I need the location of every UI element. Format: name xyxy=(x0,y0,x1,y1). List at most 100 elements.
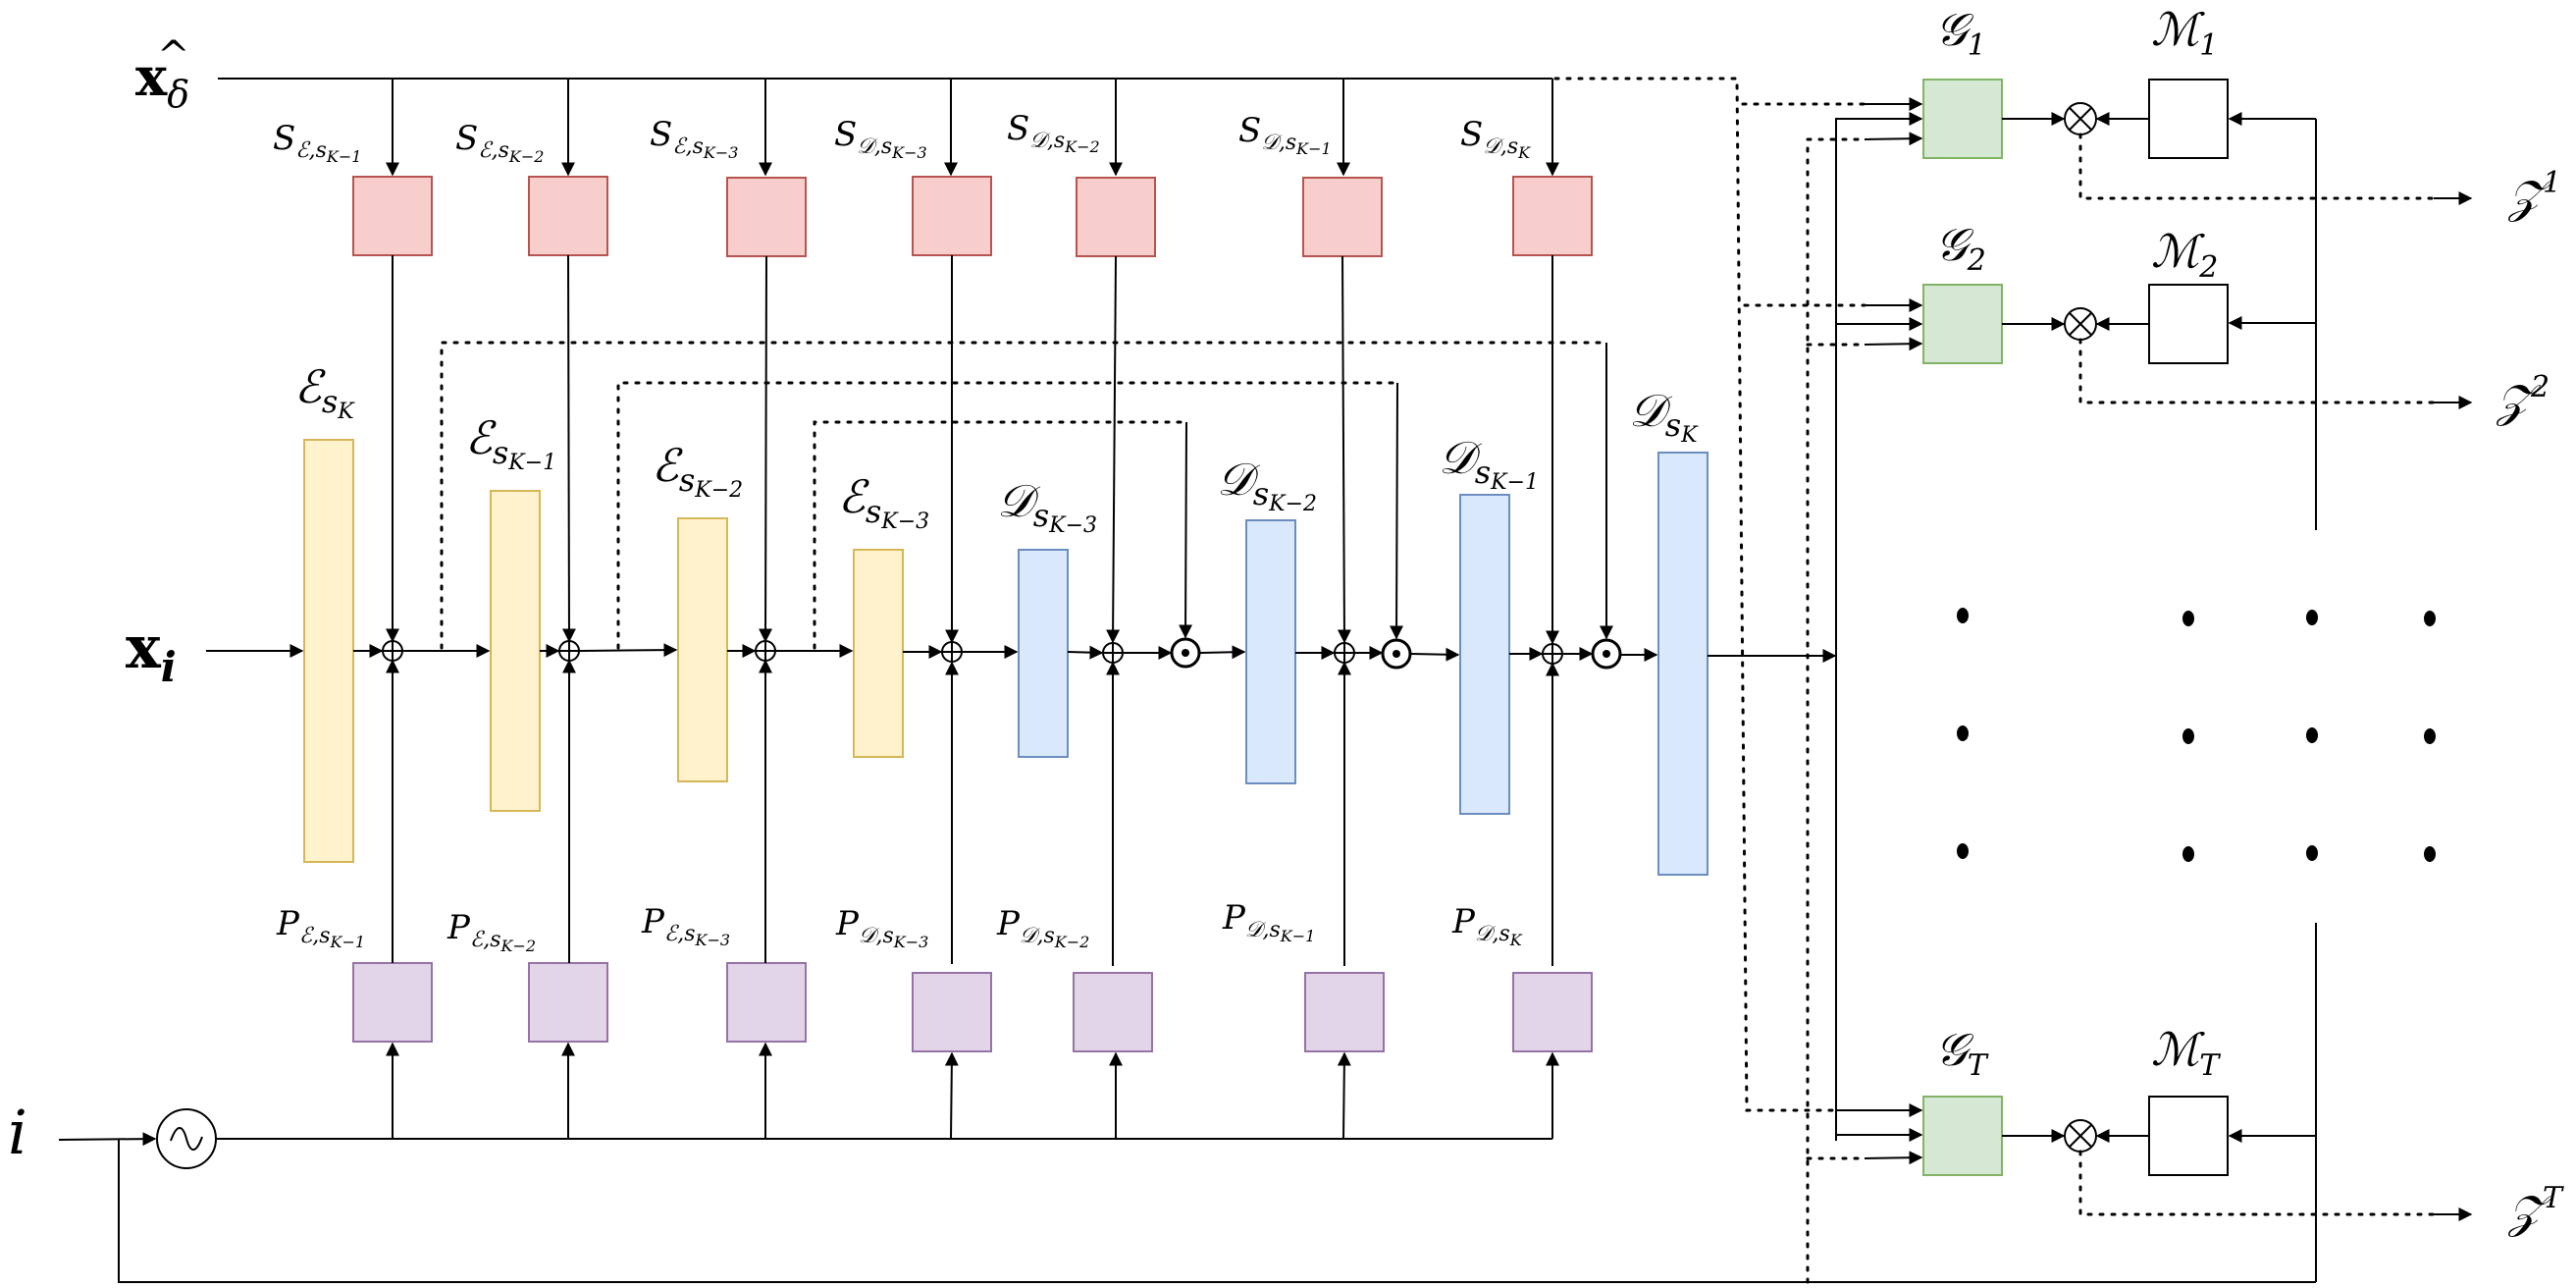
z-label: 𝒵1 xyxy=(2507,166,2561,223)
decoder-block xyxy=(1657,452,1709,876)
hadamard-product-icon xyxy=(1170,637,1201,669)
g-boxes xyxy=(1922,79,2003,1176)
encoder-block xyxy=(303,439,354,863)
g-box xyxy=(1922,1096,2003,1176)
encoder-label: ℰsK−1 xyxy=(465,411,556,475)
hadamard-product-icon xyxy=(1591,638,1622,670)
i-head-feeds xyxy=(1806,132,1923,1284)
ellipsis-dot-icon xyxy=(2424,728,2436,744)
s-box xyxy=(1302,177,1383,257)
m-feed-lines xyxy=(2228,112,2317,1282)
s-label: S𝒟,sK−3 xyxy=(834,115,927,162)
encoder-label: ℰsK xyxy=(294,360,355,424)
p-box xyxy=(1304,972,1385,1052)
encoder-blocks xyxy=(303,439,904,863)
sum-nodes xyxy=(382,640,1563,665)
x-delta-hat: ^ xyxy=(157,33,190,79)
decoder-label: 𝒟sK−3 xyxy=(997,474,1097,538)
features-head-feeds xyxy=(1836,112,1923,1142)
p-box xyxy=(1073,972,1153,1052)
p-box xyxy=(528,962,608,1043)
ellipsis-dot-icon xyxy=(1957,843,1969,859)
p-boxes xyxy=(352,962,1593,1052)
p-label: P𝒟,sK−3 xyxy=(835,904,928,951)
m-box xyxy=(2148,284,2229,364)
decoder-label: 𝒟sK−1 xyxy=(1439,431,1539,495)
s-feed-arrows xyxy=(386,79,1559,177)
s-to-node-arrows xyxy=(386,254,1559,645)
ellipsis-dot-icon xyxy=(2182,611,2194,626)
x-i-label: xi xyxy=(126,614,177,691)
g-label: 𝒢2 xyxy=(1935,218,1986,278)
encoder-labels: ℰsK ℰsK−1 ℰsK−2 ℰsK−3 xyxy=(294,360,929,534)
ellipsis-dot-icon xyxy=(2306,610,2318,625)
s-label: Sℰ,sK−2 xyxy=(455,119,544,166)
g-to-mult-arrows xyxy=(2002,112,2066,1143)
skip-connections xyxy=(440,341,1613,650)
multiply-icon xyxy=(2064,307,2097,341)
sum-icon xyxy=(1102,642,1124,664)
i-label: i xyxy=(8,1097,27,1168)
s-labels: Sℰ,sK−1 Sℰ,sK−2 Sℰ,sK−3 S𝒟,sK−3 S𝒟,sK−2 … xyxy=(273,109,1531,166)
s-box xyxy=(1076,177,1156,257)
p-label: Pℰ,sK−2 xyxy=(447,908,536,955)
p-label: P𝒟,sK−2 xyxy=(996,904,1089,951)
hadamard-nodes xyxy=(1170,637,1622,670)
p-box xyxy=(352,962,433,1043)
encoder-label: ℰsK−3 xyxy=(838,470,929,534)
s-box xyxy=(912,176,992,256)
p-label: P𝒟,sK xyxy=(1451,902,1523,949)
p-label: Pℰ,sK−3 xyxy=(641,902,730,949)
s-box xyxy=(352,176,433,256)
ellipsis-dots xyxy=(1957,608,2436,862)
s-label: S𝒟,sK−1 xyxy=(1238,111,1332,158)
m-labels: ℳ1 ℳ2 ℳT xyxy=(2151,3,2221,1083)
decoder-label: 𝒟sK xyxy=(1629,384,1699,448)
ellipsis-dot-icon xyxy=(2182,846,2194,862)
decoder-block xyxy=(1018,549,1069,758)
g-box xyxy=(1922,284,2003,364)
p-box xyxy=(1512,972,1593,1052)
x-delta-label: xδ xyxy=(135,45,189,116)
s-boxes xyxy=(352,176,1593,257)
p-labels: Pℰ,sK−1 Pℰ,sK−2 Pℰ,sK−3 P𝒟,sK−3 P𝒟,sK−2 … xyxy=(276,898,1523,955)
x-delta-head-feeds xyxy=(1553,77,1923,1117)
p-box xyxy=(912,972,992,1052)
sum-icon xyxy=(755,640,776,662)
m-box xyxy=(2148,79,2229,159)
decoder-block xyxy=(1459,494,1510,815)
decoder-block xyxy=(1245,519,1296,784)
time-to-p-arrows xyxy=(386,1042,1559,1140)
m-label: ℳ2 xyxy=(2151,225,2218,285)
m-boxes xyxy=(2148,79,2229,1176)
multiply-icon xyxy=(2064,102,2097,135)
multiply-icon xyxy=(2064,1119,2097,1153)
output-lines xyxy=(2078,133,2473,1221)
encoder-label: ℰsK−2 xyxy=(652,439,743,503)
s-label: Sℰ,sK−1 xyxy=(273,119,361,166)
p-box xyxy=(726,962,807,1043)
ellipsis-dot-icon xyxy=(2306,845,2318,861)
ellipsis-dot-icon xyxy=(1957,608,1969,623)
multiply-nodes xyxy=(2064,102,2097,1153)
m-box xyxy=(2148,1096,2229,1176)
ellipsis-dot-icon xyxy=(2182,728,2194,744)
m-label: ℳ1 xyxy=(2151,3,2218,63)
sinusoidal-encoding-icon xyxy=(156,1108,217,1169)
g-labels: 𝒢1 𝒢2 𝒢T xyxy=(1935,3,1989,1083)
z-label: 𝒵T xyxy=(2507,1181,2564,1238)
sum-icon xyxy=(558,640,580,662)
encoder-block xyxy=(677,517,728,782)
decoder-labels: 𝒟sK−3 𝒟sK−2 𝒟sK−1 𝒟sK xyxy=(997,384,1699,538)
ellipsis-dot-icon xyxy=(2424,846,2436,862)
z-label: 𝒵2 xyxy=(2496,370,2550,427)
i-input-line xyxy=(58,1132,157,1147)
decoder-blocks xyxy=(1018,452,1709,876)
hadamard-product-icon xyxy=(1381,638,1412,670)
g-label: 𝒢T xyxy=(1935,1023,1989,1083)
ellipsis-dot-icon xyxy=(2306,727,2318,743)
s-box xyxy=(726,177,807,257)
g-label: 𝒢1 xyxy=(1935,3,1986,63)
ellipsis-dot-icon xyxy=(2424,611,2436,626)
